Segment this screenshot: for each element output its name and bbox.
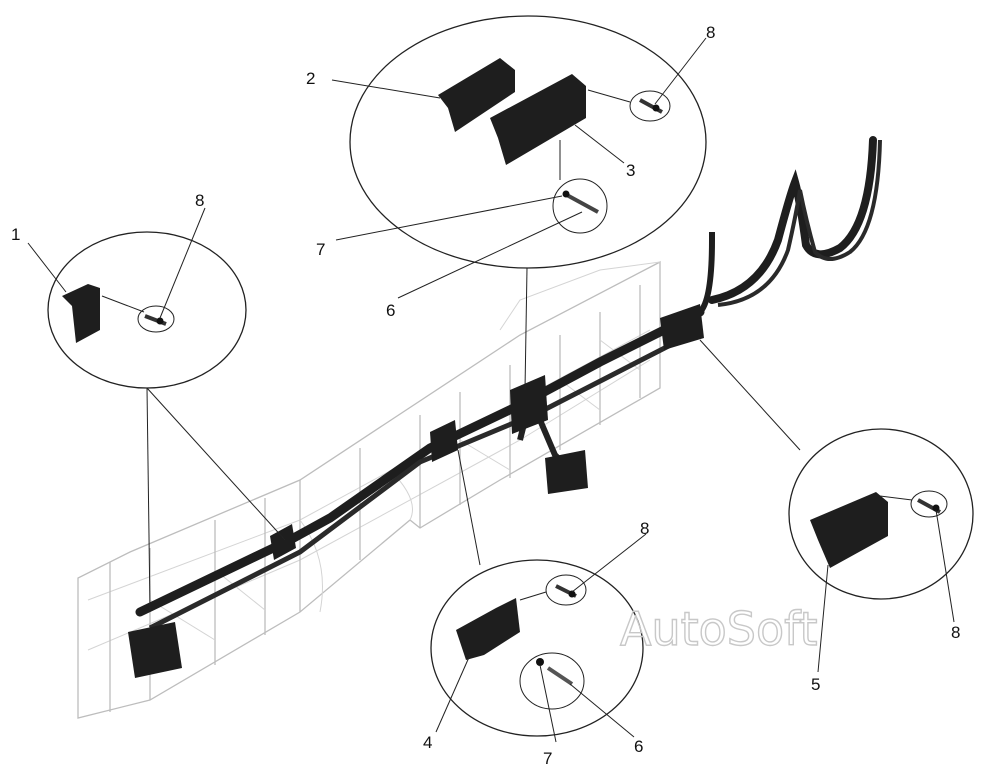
insulation-pad-3 [490,74,586,165]
callout-8-top: 8 [706,23,715,42]
callout-1: 1 [11,225,20,244]
insulation-pad-1 [62,284,100,343]
callout-6-top: 6 [386,301,395,320]
callout-4: 4 [423,733,432,752]
callout-8-right: 8 [951,623,960,642]
callout-labels: 1 2 3 4 5 6 6 7 7 8 8 8 8 [11,23,960,768]
insulation-pad-5 [810,492,888,568]
detail-circle-right [788,428,974,600]
callout-2: 2 [306,69,315,88]
insulation-pad-4 [456,598,520,660]
callout-7-top: 7 [316,240,325,259]
callout-3: 3 [626,161,635,180]
clip-icon [156,317,164,325]
watermark: AutoSoft [620,602,818,656]
callout-6-bottom: 6 [634,737,643,756]
callout-8-bottom: 8 [640,519,649,538]
detail-circle-top [349,15,707,269]
callout-7-bottom: 7 [543,749,552,768]
callout-8-left: 8 [195,191,204,210]
leader-lines [27,37,955,743]
callout-5: 5 [811,675,820,694]
connector-lines [146,267,801,611]
detail-circle-bottom [430,559,644,737]
insulation-pad-2 [438,58,515,132]
frame-insulation-blocks [128,304,704,678]
detail-circle-left [47,231,247,389]
